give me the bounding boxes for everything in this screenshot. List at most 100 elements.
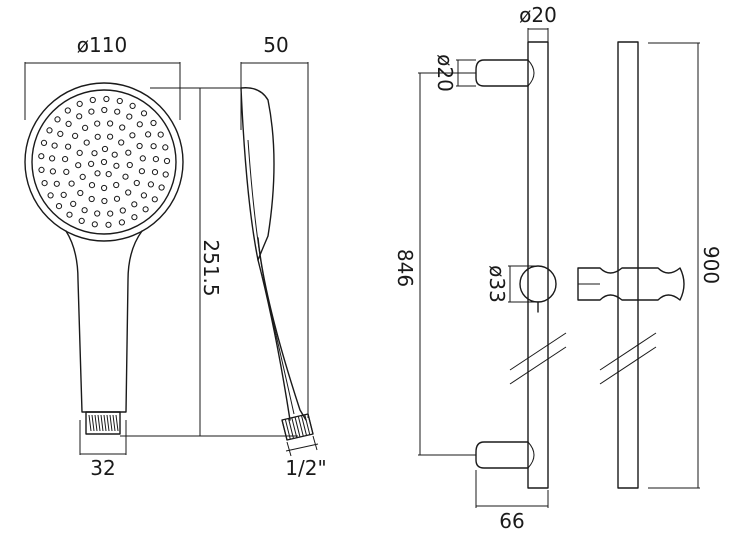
- spray-hole: [138, 168, 145, 175]
- spray-hole: [147, 181, 154, 188]
- head-depth-dimension: 50: [240, 33, 309, 418]
- thread-line: [91, 414, 95, 432]
- spray-hole: [38, 153, 45, 160]
- spray-hole: [139, 155, 146, 162]
- rail-length-label: 900: [699, 246, 723, 284]
- spray-hole: [103, 95, 110, 103]
- bracket-centres-dimension: 846: [393, 72, 476, 456]
- side-thread-line: [301, 415, 307, 436]
- side-thread-line: [304, 414, 311, 435]
- spray-hole: [54, 116, 61, 123]
- spray-hole: [162, 144, 169, 151]
- side-thread: [281, 413, 314, 441]
- thread-line: [115, 414, 119, 432]
- spray-hole: [158, 184, 165, 191]
- spray-hole: [150, 119, 157, 127]
- spray-hole: [150, 143, 157, 150]
- spray-hole: [125, 189, 132, 196]
- rail-side-tube: [617, 41, 639, 489]
- side-thread-line: [284, 419, 291, 440]
- head-depth-label: 50: [263, 33, 288, 57]
- connector-width-dimension: 32: [79, 420, 127, 480]
- rail-diameter-label: ø20: [519, 3, 557, 27]
- spray-hole: [70, 200, 77, 207]
- spray-hole: [131, 201, 138, 208]
- slider-diameter-dimension: ø33: [485, 265, 538, 303]
- rail-tube: [527, 41, 549, 489]
- spray-hole: [49, 168, 57, 175]
- spray-hole: [151, 196, 158, 203]
- spray-hole: [77, 189, 84, 197]
- spray-hole: [55, 203, 63, 210]
- spray-hole: [46, 127, 53, 134]
- slider-body: [519, 265, 557, 303]
- thread-line: [112, 414, 116, 432]
- bracket-centres-label: 846: [393, 249, 417, 287]
- side-handle-inner: [247, 139, 295, 415]
- rail-diameter-dimension: ø20: [519, 3, 557, 50]
- thread-line: [94, 414, 98, 432]
- wall-projection-dimension: 66: [475, 470, 549, 533]
- spray-hole: [100, 158, 108, 166]
- thread-line: [109, 414, 113, 432]
- side-thread-line: [291, 417, 298, 438]
- slider-holder: [577, 267, 685, 301]
- side-thread-line: [307, 413, 314, 435]
- spray-holes: [38, 95, 171, 228]
- wall-projection-label: 66: [499, 509, 524, 533]
- thread-line: [103, 414, 107, 432]
- spray-hole: [88, 195, 95, 203]
- spray-hole: [107, 133, 114, 140]
- side-break-line-1: [599, 332, 657, 371]
- spray-hole: [116, 97, 123, 105]
- spray-hole: [41, 180, 48, 187]
- spray-hole: [122, 173, 129, 180]
- spray-hole: [101, 145, 109, 153]
- spray-hole: [142, 206, 149, 213]
- spray-hole: [57, 130, 64, 137]
- spray-hole: [119, 207, 126, 214]
- spray-hole: [111, 151, 118, 158]
- head-diameter-dimension: ø110: [24, 33, 181, 120]
- thread-line: [88, 414, 92, 432]
- spray-hole: [76, 113, 83, 120]
- spray-hole: [136, 142, 143, 150]
- spray-hole: [64, 107, 71, 114]
- spray-hole: [119, 124, 126, 131]
- spray-hole: [113, 162, 120, 169]
- top-bracket: [475, 59, 529, 87]
- slider-diameter-label: ø33: [485, 265, 509, 303]
- spray-hole: [38, 166, 45, 173]
- spray-hole: [101, 184, 108, 192]
- spray-hole: [88, 182, 96, 189]
- spray-hole: [63, 168, 70, 175]
- spray-hole: [88, 160, 95, 167]
- spray-hole: [82, 124, 89, 132]
- spray-hole: [65, 143, 72, 150]
- head-diameter-label: ø110: [77, 33, 127, 57]
- rail-side-view: [577, 41, 685, 489]
- side-head-face: [240, 87, 275, 261]
- bottom-bracket: [475, 441, 529, 469]
- spray-hole: [91, 150, 98, 157]
- side-break-line-2: [599, 346, 657, 385]
- spray-hole: [133, 179, 140, 187]
- spray-hole: [140, 110, 148, 117]
- spray-hole: [72, 132, 79, 139]
- spray-hole: [131, 214, 138, 221]
- spray-hole: [113, 181, 120, 189]
- spray-hole: [68, 180, 75, 187]
- spray-hole: [126, 161, 133, 169]
- spray-face-inner: [31, 89, 177, 235]
- spray-hole: [126, 113, 133, 120]
- spray-hole: [76, 149, 83, 156]
- spray-hole: [163, 157, 171, 165]
- bottom-bracket-cap: [527, 441, 535, 469]
- handset-length-label: 251.5: [199, 239, 223, 296]
- break-line-1: [509, 332, 567, 371]
- spray-hole: [101, 197, 108, 205]
- spray-hole: [76, 100, 83, 108]
- spray-hole: [79, 173, 86, 180]
- spray-hole: [107, 210, 114, 217]
